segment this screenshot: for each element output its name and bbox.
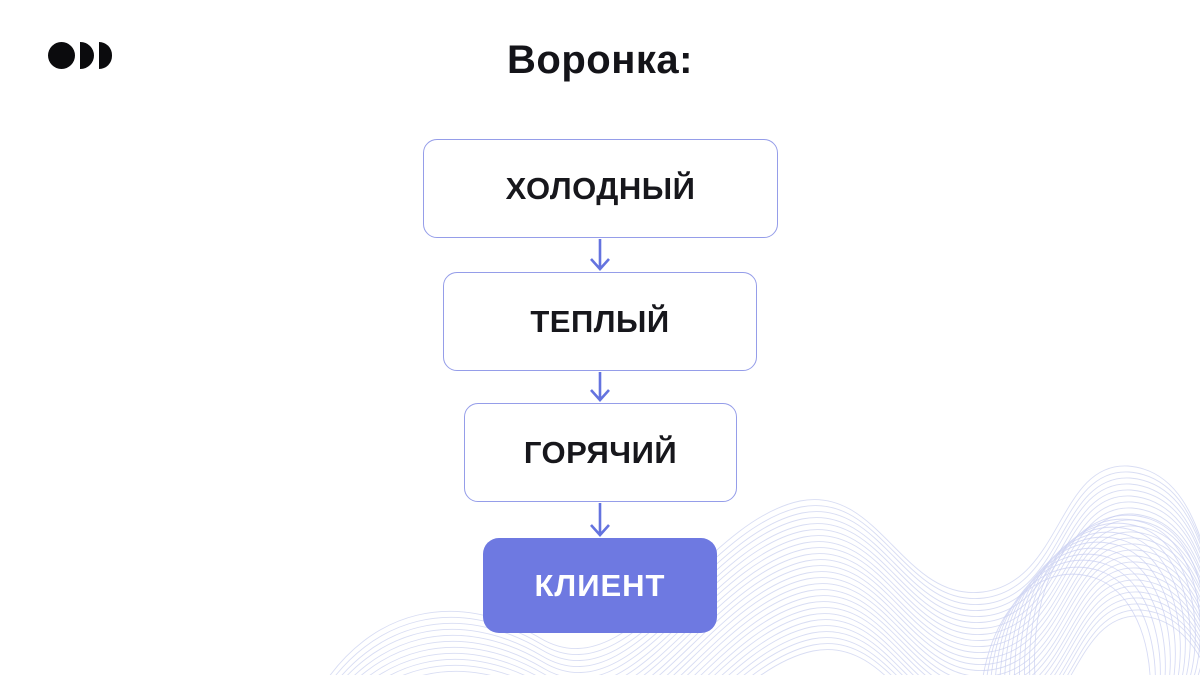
funnel-stage-client: КЛИЕНТ xyxy=(483,538,717,633)
page-title: Воронка: xyxy=(507,38,693,82)
funnel-stage-label: ГОРЯЧИЙ xyxy=(523,434,678,470)
logo-circle-icon xyxy=(48,42,75,69)
funnel-stage-label: ТЕПЛЫЙ xyxy=(530,303,670,339)
pulse-dots-logo xyxy=(48,42,112,69)
funnel-stage-warm: ТЕПЛЫЙ xyxy=(443,272,757,371)
funnel-stage-label: КЛИЕНТ xyxy=(534,567,666,603)
arrow-down-icon xyxy=(590,503,610,537)
arrow-down-icon xyxy=(590,372,610,402)
logo-halfdisc-icon xyxy=(98,42,112,69)
arrow-down-icon xyxy=(590,239,610,271)
logo-halfdisc-icon xyxy=(80,42,94,69)
funnel-stage-cold: ХОЛОДНЫЙ xyxy=(423,139,778,238)
funnel-stage-label: ХОЛОДНЫЙ xyxy=(505,170,696,206)
funnel-stage-hot: ГОРЯЧИЙ xyxy=(464,403,737,502)
